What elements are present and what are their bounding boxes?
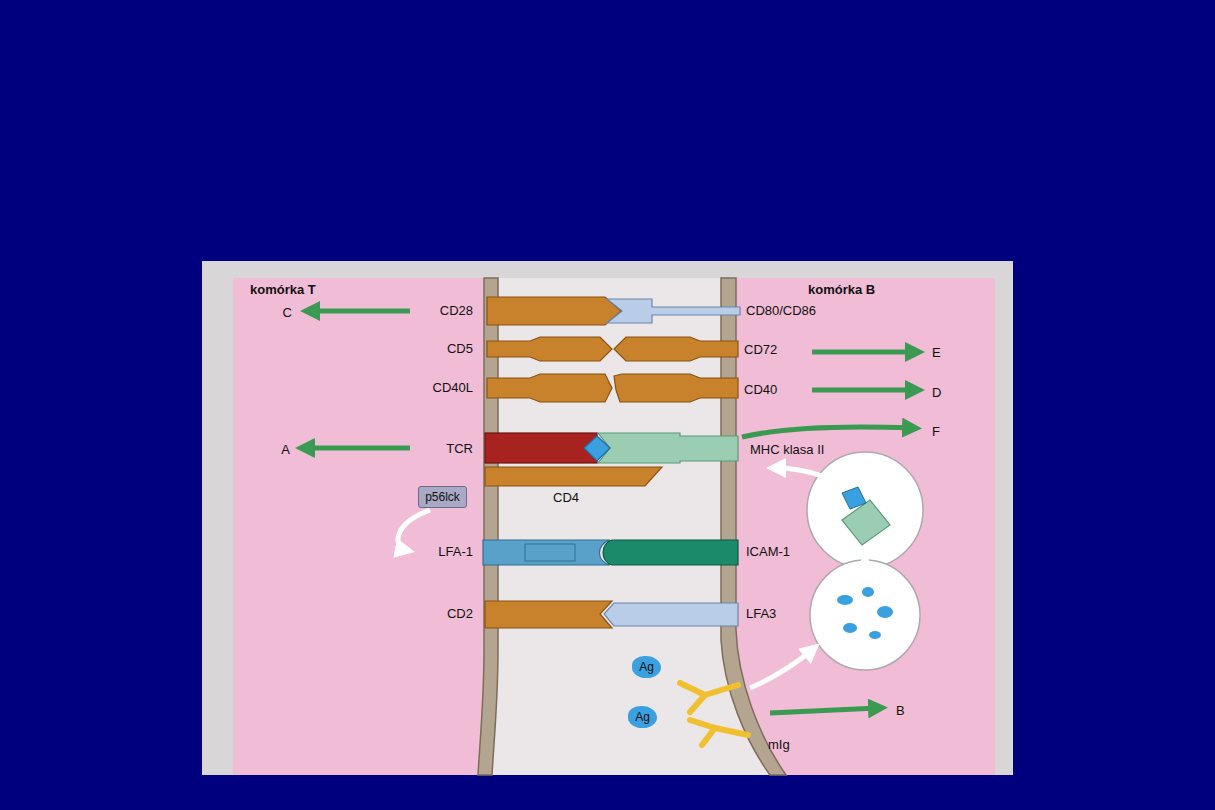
endosome (810, 560, 920, 670)
cd40-molecule (614, 374, 738, 402)
peptide-in-vesicle (842, 487, 866, 509)
lfa3-molecule (604, 603, 738, 626)
node-text: p56lck (425, 490, 460, 504)
lfa1-domain (525, 544, 575, 561)
mhc-loading-vesicle (807, 452, 923, 568)
cell-label: komórka T (250, 283, 316, 297)
molecule-label: E (932, 346, 941, 360)
signal-arrows (305, 311, 915, 713)
molecule-label: D (932, 386, 941, 400)
kinase-box: p56lck (418, 486, 467, 508)
molecule-label: CD5 (447, 342, 473, 356)
molecule-label: mIg (768, 738, 790, 752)
mig-receptors (680, 683, 748, 745)
peptide-antigen (584, 436, 610, 461)
icam1-molecule (603, 540, 738, 565)
cd80-molecule (607, 299, 740, 323)
antigen-blob: Ag (632, 656, 661, 678)
molecule-label: F (932, 425, 940, 439)
antigen-fragments (837, 587, 893, 639)
cd40l-molecule (487, 374, 612, 402)
cd28-molecule (487, 297, 621, 325)
molecule-label: A (281, 443, 290, 457)
molecule-label: LFA-1 (438, 545, 473, 559)
molecule-label: CD28 (440, 304, 473, 318)
cd4-molecule (485, 467, 662, 486)
lfa1-molecule (483, 540, 610, 565)
mhc-class-ii-molecule (598, 433, 738, 463)
molecule-label: CD4 (553, 491, 579, 505)
cd5-molecule (487, 337, 612, 361)
molecule-label: TCR (446, 442, 473, 456)
molecule-label: MHC klasa II (750, 443, 824, 457)
molecule-label: LFA3 (746, 607, 776, 621)
molecule-label: C (283, 306, 292, 320)
molecule-label: CD40L (433, 381, 473, 395)
molecule-label: CD72 (744, 343, 777, 357)
node-text: Ag (635, 710, 650, 724)
molecule-label: B (896, 704, 905, 718)
cell-label: komórka B (808, 283, 875, 297)
cd2-molecule (485, 601, 612, 628)
molecule-label: CD2 (447, 607, 473, 621)
figure-frame (202, 261, 1013, 775)
antigen-blob: Ag (628, 706, 657, 728)
molecule-label: ICAM-1 (746, 545, 790, 559)
tcr-molecule (485, 433, 597, 463)
process-arrows (398, 468, 865, 688)
molecule-label: CD40 (744, 383, 777, 397)
node-text: Ag (639, 660, 654, 674)
cd72-molecule (614, 337, 738, 361)
molecule-label: CD80/CD86 (746, 304, 816, 318)
cell-ground (233, 278, 995, 775)
